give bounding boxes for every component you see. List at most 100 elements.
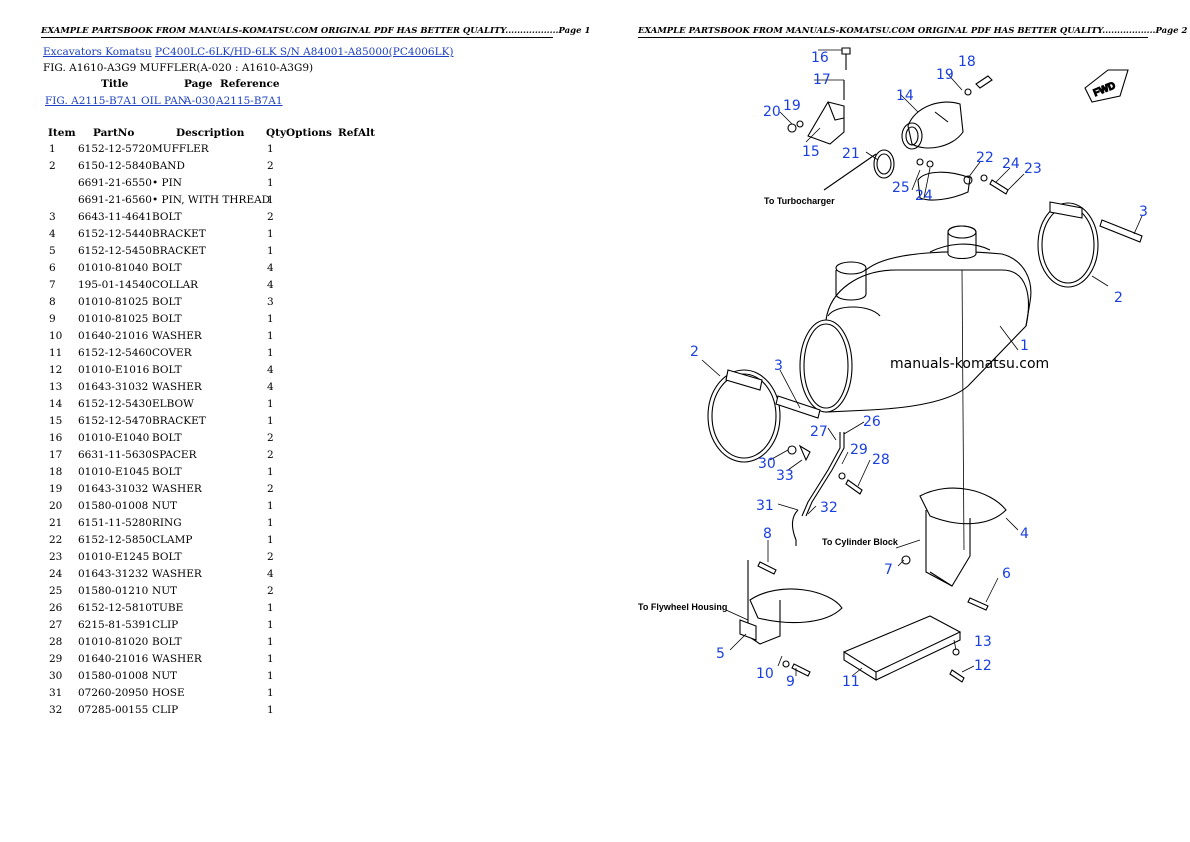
- description-cell: BOLT: [152, 432, 182, 444]
- qty-cell: 1: [267, 602, 274, 614]
- callout-11: 11: [842, 674, 860, 690]
- qty-cell: 2: [267, 432, 274, 444]
- partno-cell: 01010-E1016: [78, 364, 150, 376]
- qty-cell: 2: [267, 449, 274, 461]
- partno-cell: 01643-31232: [78, 568, 149, 580]
- item-cell: 19: [49, 483, 63, 495]
- ref-title-link[interactable]: FIG. A2115-B7A1 OIL PAN: [45, 95, 187, 107]
- item-cell: 12: [49, 364, 63, 376]
- callout-15: 15: [802, 144, 820, 160]
- description-cell: ELBOW: [152, 398, 194, 410]
- callout-9: 9: [786, 674, 795, 690]
- callout-5: 5: [716, 646, 725, 662]
- fwd-arrow-icon: FWD: [1084, 69, 1129, 103]
- item-cell: 23: [49, 551, 63, 563]
- description-cell: WASHER: [152, 653, 202, 665]
- item-cell: 5: [49, 245, 56, 257]
- ref-header-page: Page: [184, 78, 213, 90]
- qty-cell: 2: [267, 551, 274, 563]
- description-cell: TUBE: [152, 602, 184, 614]
- ref-page-link[interactable]: A-030: [184, 95, 216, 107]
- callout-2-right: 2: [1114, 290, 1123, 306]
- callout-7: 7: [884, 562, 893, 578]
- partno-cell: 6150-12-5840: [78, 160, 152, 172]
- qty-cell: 2: [267, 211, 274, 223]
- breadcrumb-link-excavators[interactable]: Excavators Komatsu: [43, 46, 152, 58]
- item-cell: 10: [49, 330, 63, 342]
- header-item: Item: [48, 127, 76, 139]
- item-cell: 24: [49, 568, 63, 580]
- callout-22: 22: [976, 150, 994, 166]
- partno-cell: 6215-81-5391: [78, 619, 152, 631]
- item-cell: 22: [49, 534, 63, 546]
- item-cell: 8: [49, 296, 56, 308]
- partno-cell: 6691-21-6560: [78, 194, 152, 206]
- callout-33: 33: [776, 468, 794, 484]
- qty-cell: 4: [267, 364, 274, 376]
- qty-cell: 1: [267, 636, 274, 648]
- item-cell: 30: [49, 670, 63, 682]
- callout-27: 27: [810, 424, 828, 440]
- bracket-5-part: [739, 560, 843, 645]
- callout-28: 28: [872, 452, 890, 468]
- item-cell: 17: [49, 449, 63, 461]
- qty-cell: 2: [267, 483, 274, 495]
- figure-title: FIG. A1610-A3G9 MUFFLER(A-020 : A1610-A3…: [43, 62, 314, 74]
- qty-cell: 1: [267, 415, 274, 427]
- description-cell: BOLT: [152, 296, 182, 308]
- callout-26: 26: [863, 414, 881, 430]
- item-cell: 14: [49, 398, 63, 410]
- partno-cell: 6152-12-5720: [78, 143, 152, 155]
- callout-16: 16: [811, 50, 829, 66]
- item-cell: 11: [49, 347, 63, 359]
- header-alt: Alt: [358, 127, 375, 139]
- note-flywheel-housing: To Flywheel Housing: [638, 602, 727, 612]
- item-cell: 25: [49, 585, 63, 597]
- description-cell: WASHER: [152, 483, 202, 495]
- item-cell: 2: [49, 160, 56, 172]
- callout-3-right: 3: [1139, 204, 1148, 220]
- callout-labels: 16 17 18 19 14 20 19 15 21 22 24 23 25 2…: [690, 50, 1148, 690]
- muffler-body-part: [799, 225, 1032, 413]
- callout-2-left: 2: [690, 344, 699, 360]
- qty-cell: 4: [267, 262, 274, 274]
- description-cell: MUFFLER: [152, 143, 209, 155]
- ref-reference-link[interactable]: A2115-B7A1: [216, 95, 283, 107]
- qty-cell: 1: [267, 313, 274, 325]
- ring-part: [873, 149, 895, 179]
- partno-cell: 6152-12-5430: [78, 398, 152, 410]
- partno-cell: 07260-20950: [78, 687, 149, 699]
- ref-header-title: Title: [101, 78, 129, 90]
- partno-cell: 01010-81025: [78, 296, 149, 308]
- header-ref: Ref: [338, 127, 358, 139]
- callout-25: 25: [892, 180, 910, 196]
- partno-cell: 6151-11-5280: [78, 517, 152, 529]
- breadcrumb-link-model[interactable]: PC400LC-6LK/HD-6LK S/N A84001-A85000(PC4…: [155, 46, 454, 58]
- bracket-15-part: [807, 101, 845, 145]
- callout-31: 31: [756, 498, 774, 514]
- partno-cell: 01580-01210: [78, 585, 149, 597]
- item-cell: 9: [49, 313, 56, 325]
- callout-19-left: 19: [783, 98, 801, 114]
- partno-cell: 6152-12-5440: [78, 228, 152, 240]
- item-cell: 20: [49, 500, 63, 512]
- partno-cell: 01010-E1245: [78, 551, 150, 563]
- partno-cell: 01643-31032: [78, 381, 149, 393]
- qty-cell: 4: [267, 568, 274, 580]
- description-cell: WASHER: [152, 381, 202, 393]
- callout-1: 1: [1020, 338, 1029, 354]
- item-cell: 6: [49, 262, 56, 274]
- description-cell: BOLT: [152, 211, 182, 223]
- callout-17: 17: [813, 72, 831, 88]
- partno-cell: 01580-01008: [78, 670, 149, 682]
- description-cell: CLAMP: [152, 534, 193, 546]
- qty-cell: 4: [267, 279, 274, 291]
- item-cell: 18: [49, 466, 63, 478]
- qty-cell: 3: [267, 296, 274, 308]
- description-cell: NUT: [152, 585, 178, 597]
- qty-cell: 4: [267, 381, 274, 393]
- qty-cell: 1: [267, 330, 274, 342]
- callout-8: 8: [763, 526, 772, 542]
- qty-cell: 1: [267, 194, 274, 206]
- bracket-4-part: [919, 487, 1007, 587]
